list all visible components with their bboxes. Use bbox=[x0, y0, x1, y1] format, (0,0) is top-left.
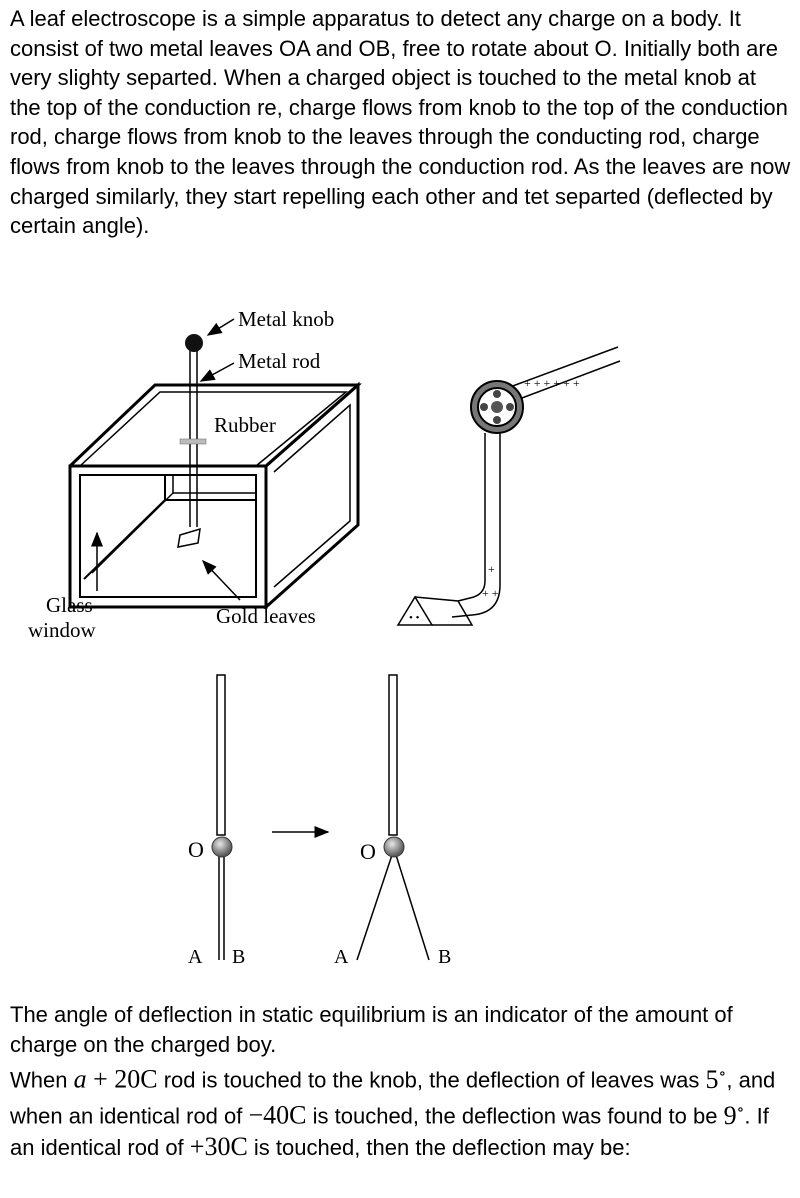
charged-wand: + + + + + + bbox=[470, 346, 621, 434]
leaf-b-right: B bbox=[438, 946, 451, 968]
question-intro: The angle of deflection in static equili… bbox=[10, 1002, 733, 1057]
folded-leaf: • • bbox=[396, 595, 474, 626]
svg-text:+ + + + + +: + + + + + + bbox=[524, 376, 580, 390]
question-paragraph: The angle of deflection in static equili… bbox=[10, 1002, 776, 1161]
angle-5-degree: 5∘ bbox=[705, 1064, 727, 1094]
leaf-a-right: A bbox=[334, 946, 349, 968]
leaf-a-left: A bbox=[188, 946, 203, 968]
pivot-o-right: O bbox=[360, 839, 376, 864]
rod3-charge: +30C bbox=[189, 1131, 248, 1161]
rubber-label: Rubber bbox=[214, 413, 276, 437]
glass-window-label-line1: Glass bbox=[46, 593, 93, 617]
gold-leaf bbox=[177, 527, 201, 548]
question-when: When bbox=[10, 1067, 74, 1093]
electroscope-figure: Metal knob Metal rod Rubber Glass window… bbox=[28, 307, 621, 968]
pivot-o-left: O bbox=[188, 837, 204, 862]
leaves-deflected bbox=[356, 674, 430, 961]
metal-knob-label: Metal knob bbox=[238, 307, 334, 331]
rod2-charge: −40C bbox=[248, 1101, 307, 1131]
metal-rod bbox=[179, 347, 207, 527]
metal-rod-label: Metal rod bbox=[238, 349, 321, 373]
glass-window-label-line2: window bbox=[28, 618, 97, 642]
angle-9-degree: 9∘ bbox=[723, 1101, 745, 1131]
svg-text:• •: • • bbox=[409, 612, 420, 624]
leaves-initial bbox=[211, 674, 233, 960]
rubber-stopper bbox=[179, 438, 207, 445]
gold-leaves-label: Gold leaves bbox=[216, 604, 316, 628]
svg-text:+ +: + + bbox=[482, 586, 499, 600]
rod1-charge: a + 20C bbox=[73, 1064, 158, 1094]
svg-text:+: + bbox=[488, 562, 495, 576]
metal-knob bbox=[185, 334, 203, 352]
leaf-b-left: B bbox=[232, 946, 245, 968]
electroscope-box bbox=[68, 381, 362, 609]
conductor-strip: + + + bbox=[451, 433, 501, 618]
intro-paragraph: A leaf electroscope is a simple apparatu… bbox=[10, 6, 791, 239]
